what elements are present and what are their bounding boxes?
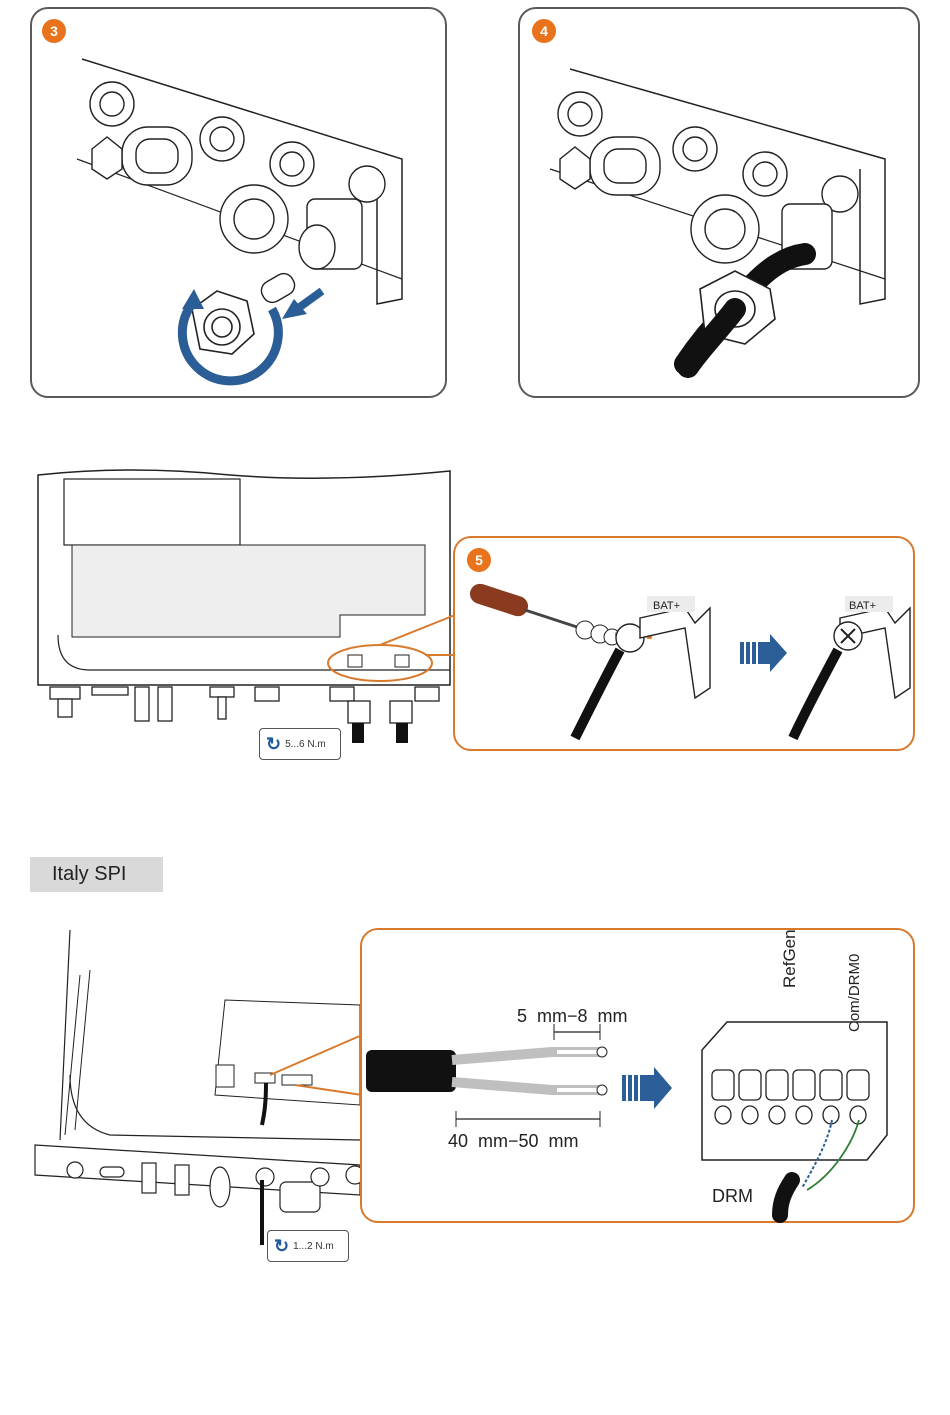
terminal-label-com-drm0: Com/DRM0 (846, 954, 863, 1032)
section-title-italy-spi: Italy SPI (30, 857, 163, 892)
step-4-illustration (520, 9, 922, 400)
step-3-illustration (32, 9, 449, 400)
strip-length-short: 5 mm−8 mm (517, 1006, 628, 1027)
step-3-panel: 3 (30, 7, 447, 398)
drm-wiring-illustration (362, 930, 917, 1225)
rotate-clockwise-icon: ↻ (274, 1237, 289, 1255)
rotate-clockwise-icon: ↻ (266, 735, 281, 753)
bat-plus-label-after: BAT+ (849, 600, 876, 612)
torque-label-battery: ↻ 5...6 N.m (259, 728, 341, 760)
torque-battery-value: 5...6 N.m (285, 739, 326, 750)
step-5-panel: 5 BAT+ BAT+ (453, 536, 915, 751)
step-4-panel: 4 (518, 7, 920, 398)
torque-drm-value: 1...2 N.m (293, 1241, 334, 1252)
inverter-bottom-battery (30, 465, 470, 765)
drm-cable-label: DRM (712, 1186, 753, 1207)
drm-callout-panel: 5 mm−8 mm 40 mm−50 mm RefGen Com/DRM0 DR… (360, 928, 915, 1223)
torque-label-drm: ↻ 1...2 N.m (267, 1230, 349, 1262)
bat-plus-label-before: BAT+ (653, 600, 680, 612)
strip-length-long: 40 mm−50 mm (448, 1131, 579, 1152)
terminal-label-refgen: RefGen (780, 929, 800, 988)
step-5-illustration (455, 538, 917, 753)
inverter-bottom-drm (30, 925, 370, 1255)
